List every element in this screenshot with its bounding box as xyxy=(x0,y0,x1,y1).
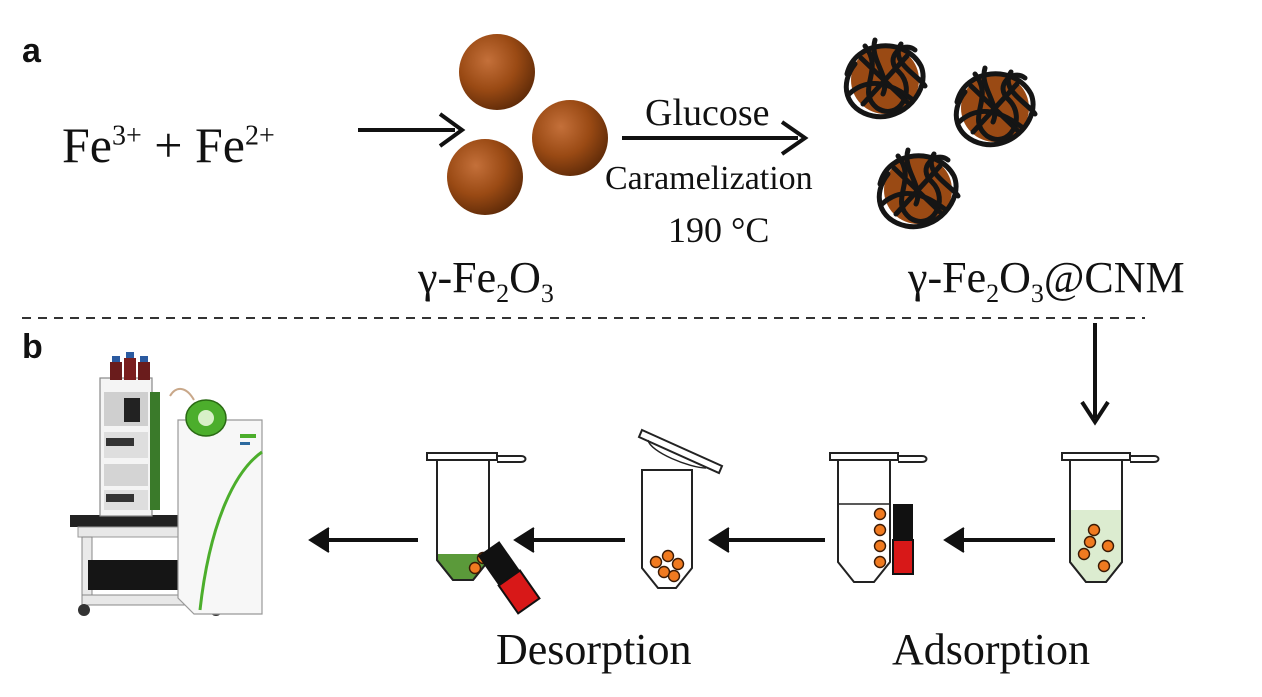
oxide-label: γ-Fe2O3 xyxy=(418,253,554,308)
magnet-icon xyxy=(478,541,541,615)
arrow-down xyxy=(1080,323,1110,426)
plus-sign: + xyxy=(154,117,183,173)
ferric-ion: Fe3+ xyxy=(62,117,142,173)
process-label: Caramelization xyxy=(605,160,813,197)
ferrous-ion: Fe2+ xyxy=(195,117,275,173)
arrow-synthesis xyxy=(358,112,466,148)
panel-label-a: a xyxy=(22,32,41,70)
desorption-label: Desorption xyxy=(496,625,692,674)
lc-ms-instrument-icon xyxy=(70,352,263,616)
reagent-label: Glucose xyxy=(645,92,770,134)
arrow-step-3 xyxy=(513,527,625,553)
microcentrifuge-tube-icon xyxy=(829,452,928,583)
adsorption-label: Adsorption xyxy=(892,625,1090,674)
magnet-icon xyxy=(892,504,914,575)
arrow-step-1 xyxy=(943,527,1055,553)
temperature-label: 190 °C xyxy=(668,210,770,250)
arrow-step-2 xyxy=(708,527,825,553)
microcentrifuge-tube-icon xyxy=(641,469,693,589)
microcentrifuge-tube-icon xyxy=(426,452,527,581)
reactants-text: Fe3+ + Fe2+ xyxy=(62,120,275,170)
open-lid-icon xyxy=(637,428,724,475)
panel-label-b: b xyxy=(22,328,43,366)
microcentrifuge-tube-icon xyxy=(1061,452,1160,583)
carbon-coated-nanoparticle-icon xyxy=(843,37,1038,230)
nanoparticle-icon xyxy=(447,34,608,215)
arrow-to-instrument xyxy=(308,527,418,553)
arrow-coating xyxy=(622,120,809,156)
composite-label: γ-Fe2O3@CNM xyxy=(908,253,1185,308)
